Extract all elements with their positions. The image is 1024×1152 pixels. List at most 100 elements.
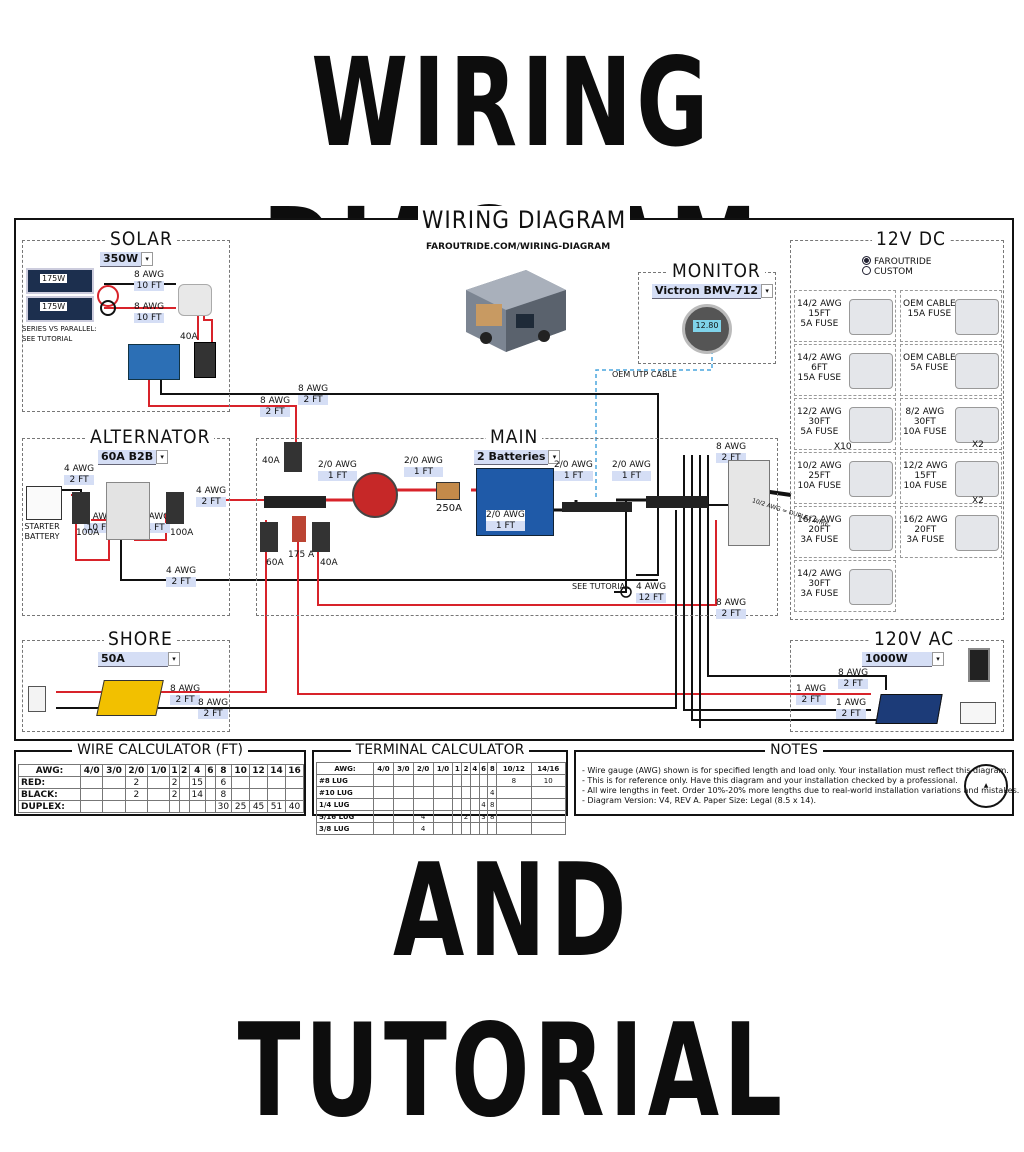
table-cell: DUPLEX: (17, 800, 82, 813)
alt-fuse-2 (166, 492, 184, 524)
table-cell: 4 (412, 810, 434, 823)
wire-solar-neg (160, 378, 659, 576)
table-cell: 2 (124, 788, 148, 801)
table-cell: 8 (496, 774, 532, 787)
table-header-cell: 10/12 (496, 762, 532, 775)
dc-quantity-label: X2 (972, 440, 984, 450)
table-header-cell: 2/0 (124, 764, 148, 777)
table-cell (452, 798, 463, 811)
chevron-down-icon: ▾ (761, 284, 774, 298)
table-cell: 45 (249, 800, 269, 813)
table-cell (530, 822, 567, 835)
table-header-cell: 2 (461, 762, 471, 775)
faroutride-logo: ▲ (964, 764, 1008, 808)
table-cell (496, 810, 532, 823)
ac-select[interactable]: 1000W▾ (862, 652, 944, 667)
laptop-icon (960, 702, 996, 724)
alternator-select[interactable]: 60A B2B▾ (98, 450, 169, 465)
class-t-fuse (436, 482, 460, 500)
ac-outlet-icon (968, 648, 990, 682)
shore-title: SHORE (104, 628, 177, 650)
alt-fuse-1 (72, 492, 90, 524)
table-header-cell: 1 (452, 762, 463, 775)
table-cell (496, 798, 532, 811)
monitor-title: MONITOR (668, 260, 765, 282)
table-cell (530, 798, 567, 811)
wire-calculator-title: WIRE CALCULATOR (FT) (16, 742, 304, 758)
van-icon (466, 270, 566, 352)
table-cell (461, 774, 471, 787)
chevron-down-icon: ▾ (168, 652, 180, 666)
chevron-down-icon: ▾ (548, 450, 561, 464)
positive-busbar (264, 496, 326, 508)
dc-option-custom[interactable]: CUSTOM (862, 266, 913, 277)
hero-subtitle: AND TUTORIAL (237, 837, 787, 1146)
table-cell: 8 (487, 798, 498, 811)
table-cell: #8 LUG (315, 774, 375, 787)
table-cell (487, 774, 498, 787)
solar-select[interactable]: 350W▾ (100, 252, 154, 267)
table-cell (102, 800, 126, 813)
table-cell (469, 798, 480, 811)
dc-load-device-icon (849, 407, 893, 443)
monitor-select[interactable]: Victron BMV-712▾ (652, 284, 774, 299)
table-cell (452, 810, 463, 823)
dc-load-device-icon (955, 299, 999, 335)
battery-switch[interactable] (352, 472, 398, 518)
table-cell (146, 788, 171, 801)
table-cell (496, 786, 532, 799)
table-cell (469, 810, 480, 823)
table-cell (205, 788, 216, 801)
table-cell (124, 800, 148, 813)
ac-select-value: 1000W (865, 652, 908, 665)
main-breaker-60a-label: 60A (266, 558, 284, 568)
note-line: - Diagram Version: V4, REV A. Paper Size… (582, 796, 817, 805)
dc-option-faroutride[interactable]: FAROUTRIDE (862, 256, 931, 267)
starter-battery-icon (26, 486, 62, 520)
table-cell (231, 788, 251, 801)
wiring-diagram-board: WIRING DIAGRAM FAROUTRIDE.COM/WIRING-DIA… (14, 206, 1014, 741)
table-cell: 15 (188, 776, 207, 789)
table-cell (461, 786, 471, 799)
table-cell (461, 798, 471, 811)
wire-monitor-utp (595, 350, 713, 498)
table-cell: 2 (169, 788, 180, 801)
table-cell (267, 788, 286, 801)
shore-select[interactable]: 50A▾ (98, 652, 180, 667)
board-url[interactable]: FAROUTRIDE.COM/WIRING-DIAGRAM (426, 242, 611, 252)
table-cell: 3/8 LUG (315, 822, 375, 835)
table-cell (530, 810, 567, 823)
main-select[interactable]: 2 Batteries▾ (474, 450, 561, 465)
battery-shunt (562, 502, 632, 512)
dc-title: 12V DC (872, 228, 950, 250)
table-cell: 2 (124, 776, 148, 789)
class-t-fuse-label: 250A (436, 503, 462, 514)
table-cell (432, 786, 454, 799)
table-cell (373, 786, 394, 799)
table-header-cell: 14 (267, 764, 286, 777)
table-cell (469, 774, 480, 787)
solar-select-value: 350W (103, 252, 139, 265)
table-header-cell: 1 (169, 764, 180, 777)
table-cell: 40 (284, 800, 305, 813)
